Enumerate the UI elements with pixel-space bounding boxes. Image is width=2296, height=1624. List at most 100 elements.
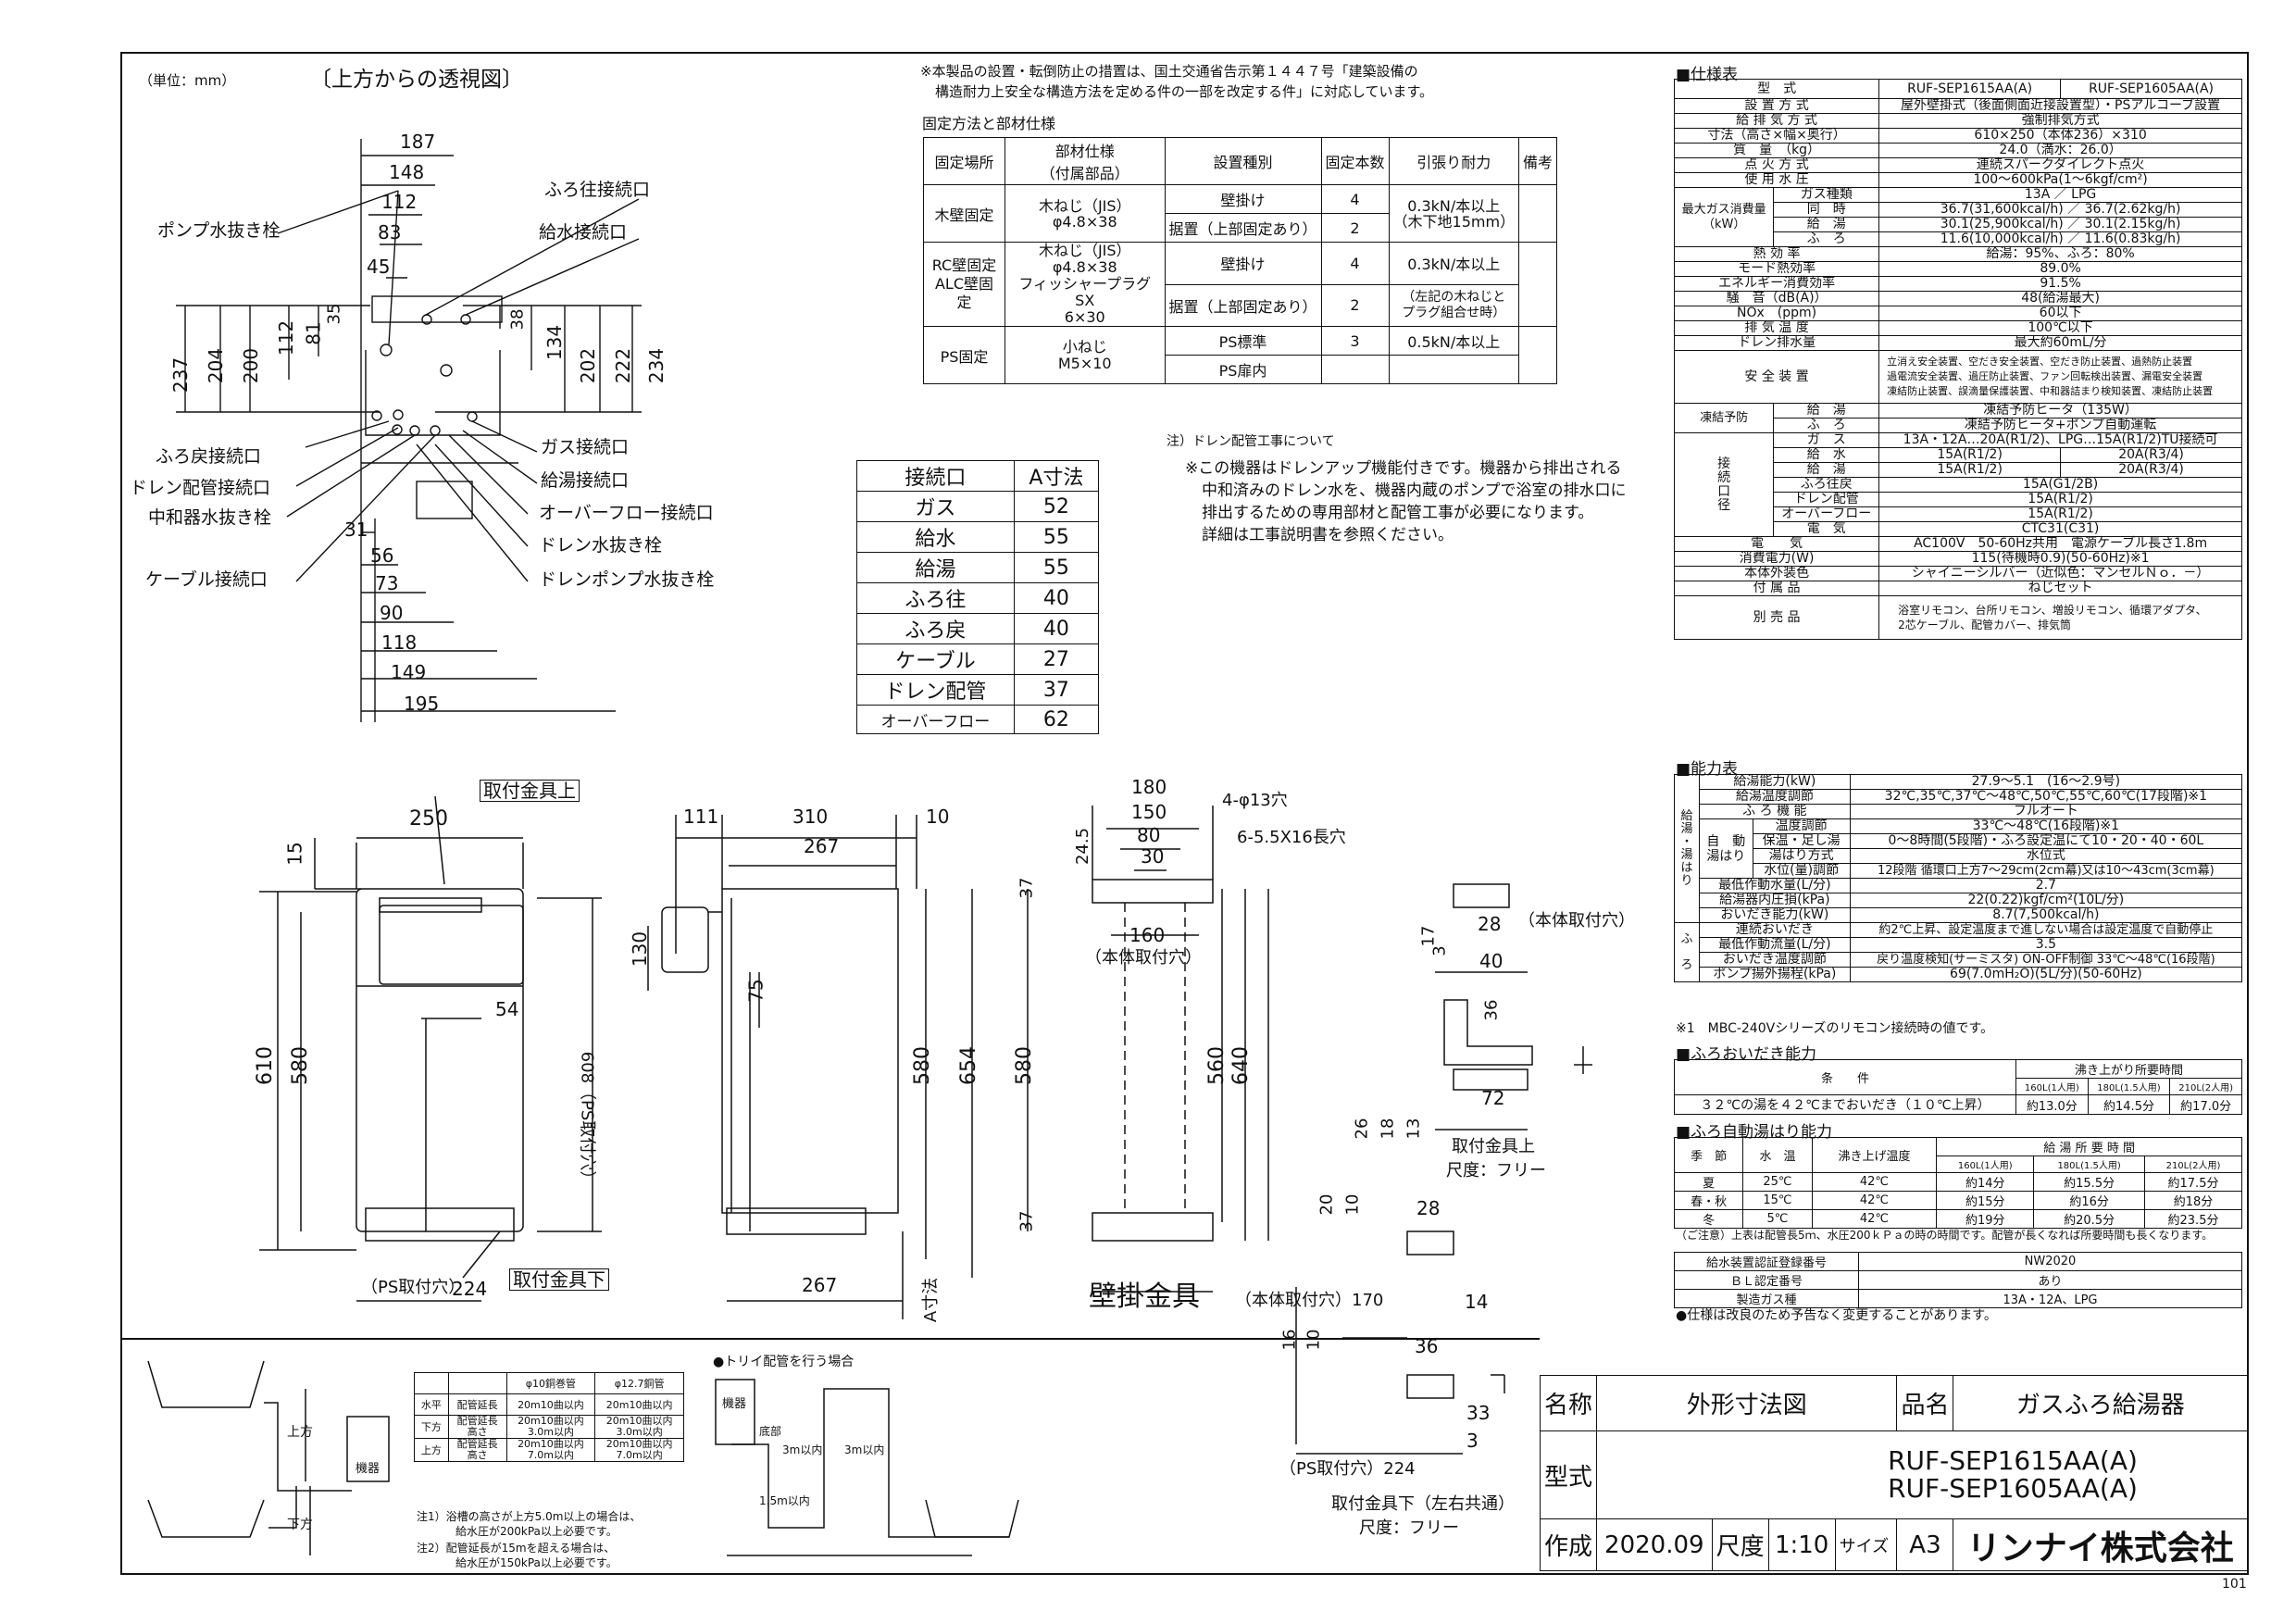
- cap-value: 33℃～48℃(16段階)※1: [1849, 818, 2243, 834]
- conn-value: 27: [1013, 643, 1100, 675]
- dim-150: 150: [1131, 801, 1167, 823]
- label-body-hole-170: （本体取付穴）170: [1235, 1291, 1384, 1310]
- spec-label: 使 用 水 圧: [1673, 172, 1880, 188]
- label-up: 上方: [287, 1425, 313, 1440]
- spec-label: エネルギー消費効率: [1673, 276, 1880, 292]
- trap-piping-title: ●トリイ配管を行う場合: [713, 1355, 855, 1369]
- fix-header-5: 備考: [1517, 137, 1558, 185]
- spec-value: 20A(R3/4): [2060, 462, 2242, 478]
- spec-value: 100～600kPa(1～6kgf/cm²): [1878, 172, 2242, 188]
- fix-cell: [1388, 355, 1519, 384]
- fix-method-table: 固定場所 部材仕様 （付属部品） 設置種別 固定本数 引張り耐力 備考 木壁固定…: [923, 137, 1558, 384]
- autofill-header: 季 節: [1673, 1137, 1744, 1173]
- fix-cell: PS標準: [1164, 326, 1322, 356]
- pipe-cell: 配管延長 高さ: [447, 1415, 507, 1439]
- wall-mount-title: 壁掛金具: [1089, 1280, 1200, 1313]
- dim-654: 654: [957, 1046, 980, 1085]
- label-a-dim: A寸法: [921, 1277, 942, 1323]
- autofill-cell: 夏: [1673, 1172, 1744, 1192]
- label-h2: 3m以内: [782, 1443, 823, 1456]
- spec-value: 610×250（本体236）×310: [1878, 128, 2242, 144]
- dim-610: 610: [254, 1046, 277, 1085]
- pipe-cell: 20m10曲以内 7.0m以内: [505, 1438, 596, 1462]
- spec-value: 15A(G1/2B): [1878, 477, 2242, 493]
- pipe-cell: 配管延長: [447, 1393, 507, 1416]
- dim-40: 40: [1479, 950, 1504, 972]
- fix-header-1: 部材仕様 （付属部品）: [1004, 137, 1166, 185]
- spec-value: 13A ／ LPG: [1878, 187, 2242, 203]
- fix-cell: 2: [1320, 213, 1390, 243]
- title-size: A3: [1896, 1518, 1954, 1571]
- dim-148: 148: [389, 161, 425, 183]
- conn-name: 給水: [856, 521, 1015, 553]
- label-furo-out: ふろ往接続口: [544, 180, 651, 200]
- dim-90: 90: [380, 602, 404, 624]
- label-kyuto: 給湯接続口: [541, 470, 630, 491]
- dim-38: 38: [507, 308, 528, 331]
- dim-24-5: 24.5: [1073, 827, 1093, 866]
- title-size-label: サイズ: [1834, 1518, 1898, 1571]
- label-ps-hole-224: （PS取付穴）224: [1279, 1459, 1416, 1479]
- spec-value: ねじセット: [1878, 581, 2242, 596]
- label-unit-right: 機器: [722, 1397, 747, 1411]
- autofill-col: 210L(2人用): [2144, 1156, 2242, 1173]
- dim-15: 15: [283, 842, 306, 866]
- bracket-top-title: 取付金具上: [1452, 1137, 1535, 1156]
- autofill-cell: 約16分: [2033, 1191, 2145, 1210]
- spec-label: 電 気: [1673, 536, 1880, 552]
- dim-56: 56: [370, 544, 394, 567]
- dim-30: 30: [1141, 845, 1165, 868]
- spec-label: 点 火 方 式: [1673, 157, 1880, 173]
- title-made-label: 作成: [1539, 1518, 1598, 1571]
- spec-value: 115(待機時0.9)(50-60Hz)※1: [1878, 551, 2242, 567]
- conn-name: 給湯: [856, 552, 1015, 583]
- spec-value: 24.0（満水：26.0）: [1878, 143, 2242, 158]
- reheat-value: 約17.0分: [2169, 1094, 2242, 1115]
- label-floor: 底部: [759, 1425, 782, 1438]
- cert-label: 製造ガス種: [1674, 1289, 1859, 1308]
- cap-value: 2.7: [1849, 878, 2243, 893]
- autofill-col: 180L(1.5人用): [2033, 1156, 2145, 1173]
- dim-180: 180: [1131, 776, 1167, 798]
- conn-name: オーバーフロー: [856, 705, 1015, 734]
- spec-label: NOx (ppm): [1673, 306, 1880, 321]
- spec-label: モード熱効率: [1673, 261, 1880, 277]
- dim-83: 83: [378, 221, 402, 244]
- reheat-value: 約13.0分: [2015, 1094, 2089, 1115]
- fix-cell: 木ねじ（JIS） φ4.8×38 フィッシャープラグSX 6×30: [1004, 242, 1166, 327]
- fix-cell: PS扉内: [1164, 355, 1322, 384]
- autofill-cell: 約19分: [1936, 1209, 2035, 1229]
- spec-label: 消費電力(W): [1673, 551, 1880, 567]
- pipe-cell: 水平: [414, 1393, 449, 1416]
- title-company: リンナイ株式会社: [1953, 1518, 2248, 1571]
- bracket-top-scale: 尺度：フリー: [1446, 1161, 1546, 1181]
- dim-26: 26: [1352, 1118, 1372, 1140]
- pipe-cell: 20m10曲以内 7.0m以内: [594, 1438, 684, 1462]
- spec-value: 60以下: [1878, 306, 2242, 321]
- label-ps-hole: （PS取付穴）: [361, 1278, 466, 1297]
- dim-28-top: 28: [1478, 913, 1502, 935]
- conn-value: 55: [1013, 521, 1100, 553]
- spec-model: RUF-SEP1615AA(A): [1878, 79, 2062, 99]
- spec-label: 付 属 品: [1673, 581, 1880, 596]
- title-model-label: 型式: [1539, 1430, 1598, 1519]
- autofill-note: （ご注意）上表は配管長5ｍ、水圧200ｋＰａの時の時間です。配管が長くなれば所要…: [1676, 1229, 2214, 1242]
- fix-header-0: 固定場所: [923, 137, 1005, 185]
- spec-sublabel: 電 気: [1773, 521, 1880, 537]
- fix-cell: RC壁固定 ALC壁固定: [923, 242, 1005, 327]
- autofill-header: 沸き上げ温度: [1811, 1137, 1938, 1173]
- cap-value: 戻り温度検知(サーミスタ) ON-OFF制御 33℃～48℃(16段階): [1849, 952, 2243, 968]
- dim-3-top: 3: [1429, 945, 1450, 956]
- dim-160: 160: [1129, 924, 1166, 946]
- dim-20: 20: [1316, 1193, 1337, 1216]
- fix-cell: 0.3kN/本以上: [1388, 242, 1519, 285]
- dim-310: 310: [792, 806, 829, 828]
- cap-value: 27.9～5.1 (16～2.9号): [1849, 774, 2243, 790]
- spec-option-value: 浴室リモコン、台所リモコン、増設リモコン、循環アダプタ、 2芯ケーブル、配管カバ…: [1878, 595, 2242, 640]
- autofill-table: 季 節 水 温 沸き上げ温度 給 湯 所 要 時 間 160L(1人用) 180…: [1673, 1137, 2242, 1229]
- dim-35: 35: [324, 303, 344, 325]
- cap-label: 温度調節: [1752, 818, 1851, 834]
- dim-195: 195: [404, 693, 440, 715]
- spec-sublabel: ふろ往戻: [1773, 477, 1880, 493]
- reheat-col: 210L(2人用): [2169, 1078, 2242, 1095]
